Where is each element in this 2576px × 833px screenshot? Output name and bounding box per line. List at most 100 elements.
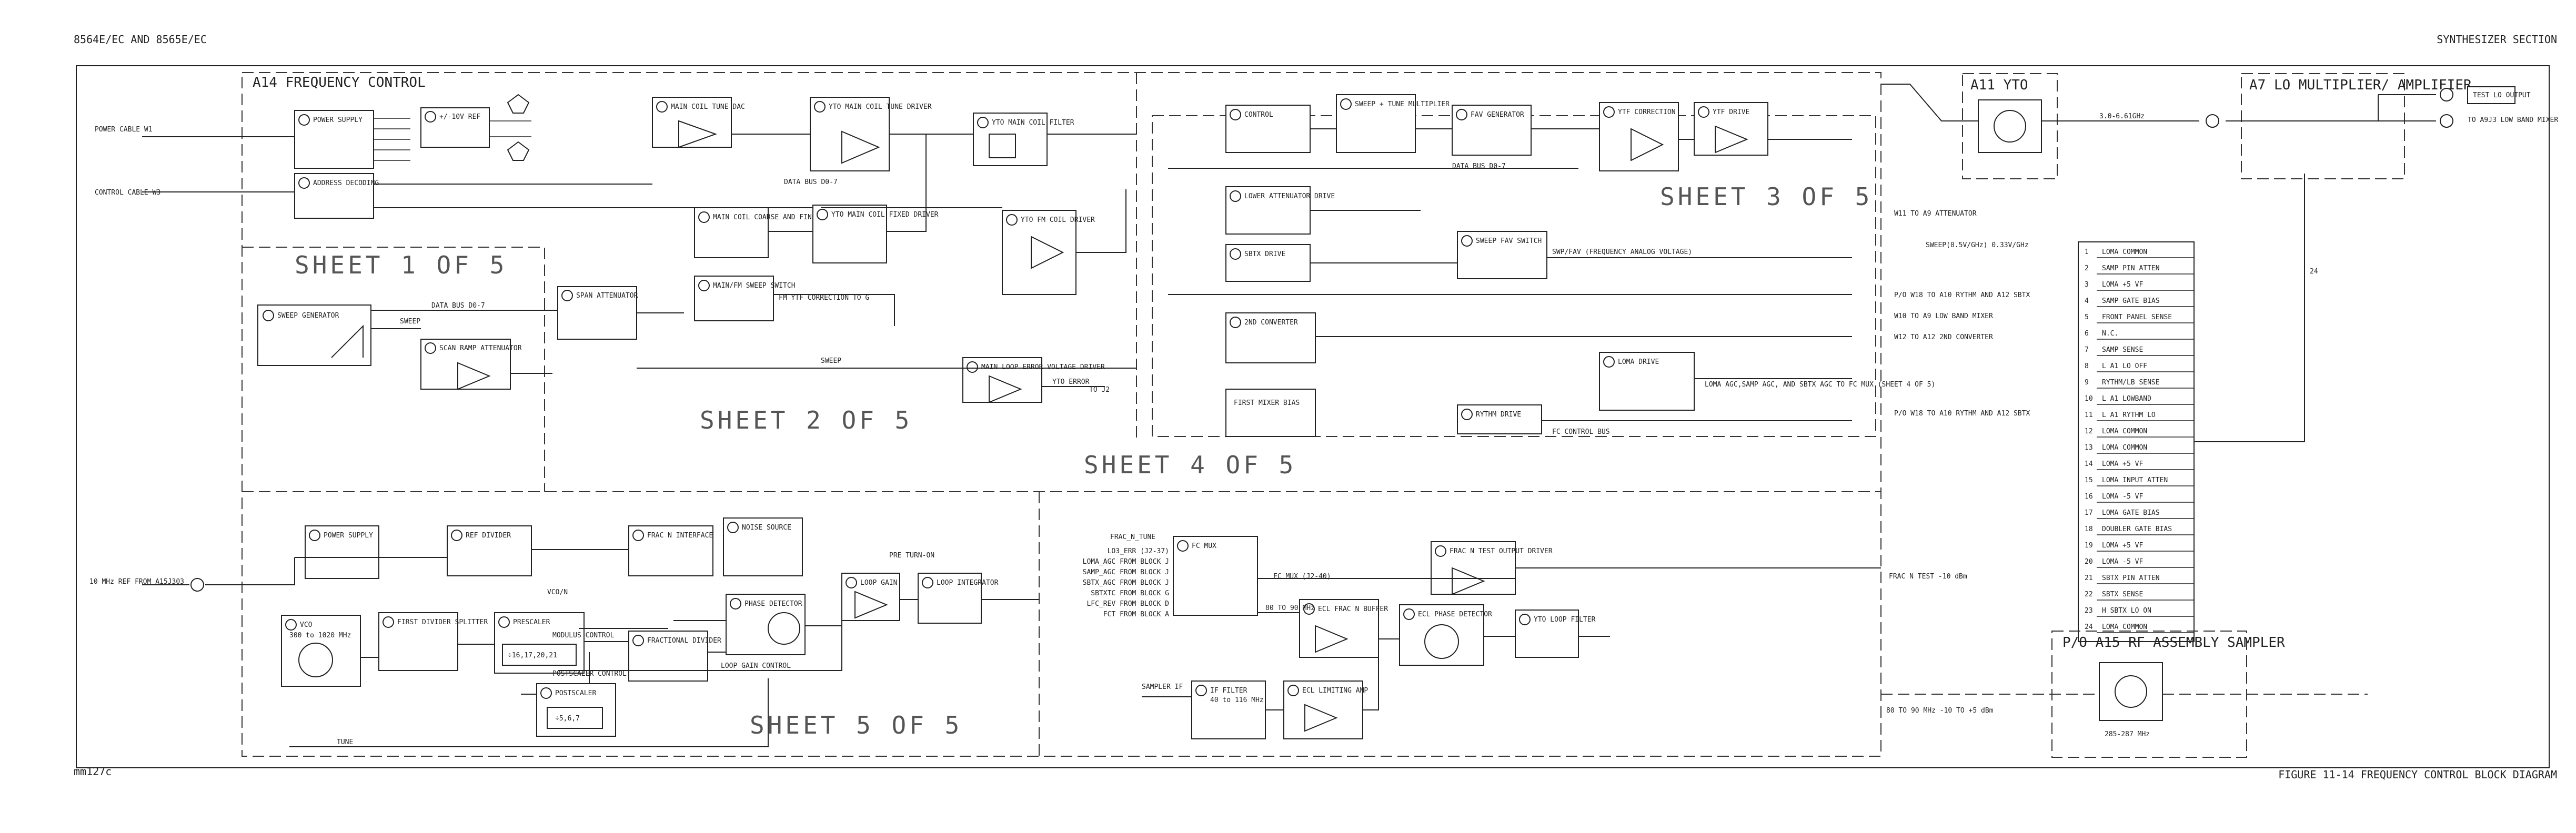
- pin-number: 11: [2085, 411, 2093, 419]
- sweep-freq-label: SWP/FAV (FREQUENCY ANALOG VOLTAGE): [1552, 248, 1692, 256]
- ecl-limiting-block: ECL LIMITING AMP: [1283, 680, 1368, 739]
- mux-input-6: FCT FROM BLOCK A: [1103, 611, 1169, 618]
- mux-inputs: LO3_ERR (J2-37) LOMA_AGC FROM BLOCK J SA…: [1083, 547, 1170, 618]
- w12-output-label: W12 TO A12 2ND CONVERTER: [1894, 333, 1993, 341]
- header-left: 8564E/EC AND 8565E/EC: [74, 33, 207, 46]
- yto-output-label: 3.0-6.61GHz: [2099, 113, 2145, 120]
- if-filter-label: IF FILTER: [1210, 687, 1247, 695]
- sheet-2-label: SHEET 2 OF 5: [700, 406, 912, 434]
- fav-generator-block: FAV GENERATOR: [1452, 105, 1532, 156]
- main-loop-error-block: MAIN LOOP ERROR VOLTAGE DRIVER: [962, 357, 1105, 403]
- sweep-label-2: SWEEP: [821, 357, 841, 365]
- sbtx-drive-label: SBTX DRIVE: [1244, 250, 1285, 258]
- mux-input-2: SAMP_AGC FROM BLOCK J: [1083, 568, 1169, 576]
- first-divider-block: FIRST DIVIDER SPLITTER: [378, 612, 488, 671]
- main-coil-tune-dac-block: MAIN COIL TUNE DAC: [652, 97, 745, 148]
- postscaler-control-label: POSTSCALER CONTROL: [552, 670, 627, 678]
- prescaler-block: PRESCALER ÷16,17,20,21: [494, 612, 585, 674]
- frac-n-interface-block: FRAC N INTERFACE: [628, 525, 713, 576]
- ytf-drive-label: YTF DRIVE: [1713, 108, 1749, 116]
- ref-10v-block: +/-10V REF: [420, 107, 490, 148]
- ecl-frac-n-label: ECL FRAC N BUFFER: [1318, 605, 1388, 613]
- if-filter-block: IF FILTER 40 to 116 MHz: [1191, 680, 1266, 739]
- pin-number: 24: [2085, 623, 2093, 631]
- supply-rails: [374, 118, 410, 161]
- control-cable-label: CONTROL CABLE W3: [95, 189, 160, 197]
- prescaler-label: PRESCALER: [513, 618, 550, 626]
- span-attenuator-label: SPAN ATTENUATOR: [576, 292, 638, 300]
- pin-label: H SBTX LO ON: [2102, 607, 2151, 615]
- w26-connector: [2440, 114, 2453, 128]
- pin-number: 4: [2085, 297, 2089, 305]
- sweep-generator-block: SWEEP GENERATOR: [257, 304, 371, 366]
- pin-number: 2: [2085, 265, 2089, 272]
- main-coil-coarse-label: MAIN COIL COARSE AND FINE DACS: [713, 214, 837, 221]
- main-loop-error-label: MAIN LOOP ERROR VOLTAGE DRIVER: [981, 363, 1105, 371]
- data-bus-label-1: DATA BUS D0-7: [431, 302, 485, 310]
- frac-n-test-out-label: FRAC N TEST -10 dBm: [1889, 573, 1967, 581]
- data-bus-label-2: DATA BUS D0-7: [784, 178, 838, 186]
- noise-source-label: NOISE SOURCE: [742, 524, 791, 532]
- sampler-if-label: SAMPLER IF: [1142, 683, 1183, 691]
- power-cable-label: POWER CABLE W1: [95, 126, 153, 134]
- pin-number: 18: [2085, 525, 2093, 533]
- pin-number: 15: [2085, 476, 2093, 484]
- pin-label: L A1 LOWBAND: [2102, 395, 2151, 403]
- test-point-j18-3: [507, 94, 530, 114]
- loma-drive-block: LOMA DRIVE: [1599, 352, 1695, 411]
- pin-label: SBTX SENSE: [2102, 591, 2143, 598]
- sheet5-signal-lines: [289, 549, 1039, 747]
- sheet-1-label: SHEET 1 OF 5: [295, 251, 507, 279]
- pin-number: 6: [2085, 330, 2089, 338]
- sheet-4-label: SHEET 4 OF 5: [1084, 451, 1296, 479]
- loop-integrator-label: LOOP INTEGRATOR: [937, 579, 999, 587]
- ecl-phase-det-block: ECL PHASE DETECTOR: [1399, 604, 1492, 666]
- lower-atten-drive-label: LOWER ATTENUATOR DRIVE: [1244, 192, 1335, 200]
- span-attenuator-block: SPAN ATTENUATOR: [557, 286, 638, 340]
- yto-error-label: YTO ERROR: [1052, 378, 1090, 386]
- yto-main-coil-filter-label: YTO MAIN COIL FILTER: [992, 119, 1074, 127]
- w42-connector: [2440, 88, 2453, 101]
- ytm-drive-block: RYTHM DRIVE: [1457, 404, 1542, 434]
- ref-divider-label: REF DIVIDER: [466, 532, 511, 540]
- pin-number: 21: [2085, 574, 2093, 582]
- yto-main-coil-filter-block: YTO MAIN COIL FILTER: [973, 113, 1074, 166]
- first-mixer-bias-label: FIRST MIXER BIAS: [1234, 399, 1300, 407]
- pin-number: 9: [2085, 379, 2089, 387]
- postscaler-label: POSTSCALER: [555, 689, 596, 697]
- first-mixer-bias-block: FIRST MIXER BIAS: [1225, 389, 1316, 437]
- header-right: SYNTHESIZER SECTION: [2437, 33, 2557, 46]
- w18-output-label-a: P/O W18 TO A10 RYTHM AND A12 SBTX: [1894, 291, 2030, 299]
- mux-input-1: LOMA_AGC FROM BLOCK J: [1083, 558, 1169, 566]
- main-fm-sweep-block: MAIN/FM SWEEP SWITCH: [694, 276, 796, 321]
- ecl-frac-n-block: ECL FRAC N BUFFER: [1299, 599, 1388, 658]
- pin-number: 5: [2085, 313, 2089, 321]
- mux-input-0: LO3_ERR (J2-37): [1108, 547, 1169, 555]
- pin-number: 12: [2085, 428, 2093, 435]
- sweep-fav-switch-label: SWEEP FAV SWITCH: [1476, 237, 1542, 245]
- pin-label: LOMA COMMON: [2102, 623, 2147, 631]
- ecl-phase-det-label: ECL PHASE DETECTOR: [1418, 611, 1492, 618]
- ref-in-label: 10 MHz REF FROM A15J303: [89, 578, 184, 586]
- pin-label: LOMA +5 VF: [2102, 460, 2143, 468]
- yto-path: [1881, 84, 2199, 121]
- main-fm-sweep-label: MAIN/FM SWEEP SWITCH: [713, 282, 796, 290]
- a11-title: A11 YTO: [1970, 77, 2028, 93]
- tune-label: TUNE: [337, 738, 353, 746]
- fc-control-bus-label: FC CONTROL BUS: [1552, 428, 1610, 436]
- second-converter-block: 2ND CONVERTER: [1225, 312, 1316, 363]
- sheet1-divider: [242, 247, 545, 492]
- fav-generator-label: FAV GENERATOR: [1471, 111, 1524, 119]
- mux-input-3: SBTX_AGC FROM BLOCK J: [1083, 579, 1169, 587]
- phase-detector-block: PHASE DETECTOR: [726, 594, 806, 655]
- a14-boundary: [242, 72, 1881, 757]
- pin-number: 20: [2085, 558, 2093, 566]
- control-block: CONTROL: [1225, 105, 1311, 153]
- pin-label: LOMA COMMON: [2102, 248, 2147, 256]
- sheet1-signal-lines: [371, 310, 684, 374]
- yto-loop-filter-block: YTO LOOP FILTER: [1515, 609, 1596, 658]
- pin-label: LOMA +5 VF: [2102, 281, 2143, 289]
- yto-fm-coil-driver-label: YTO FM COIL DRIVER: [1021, 216, 1095, 224]
